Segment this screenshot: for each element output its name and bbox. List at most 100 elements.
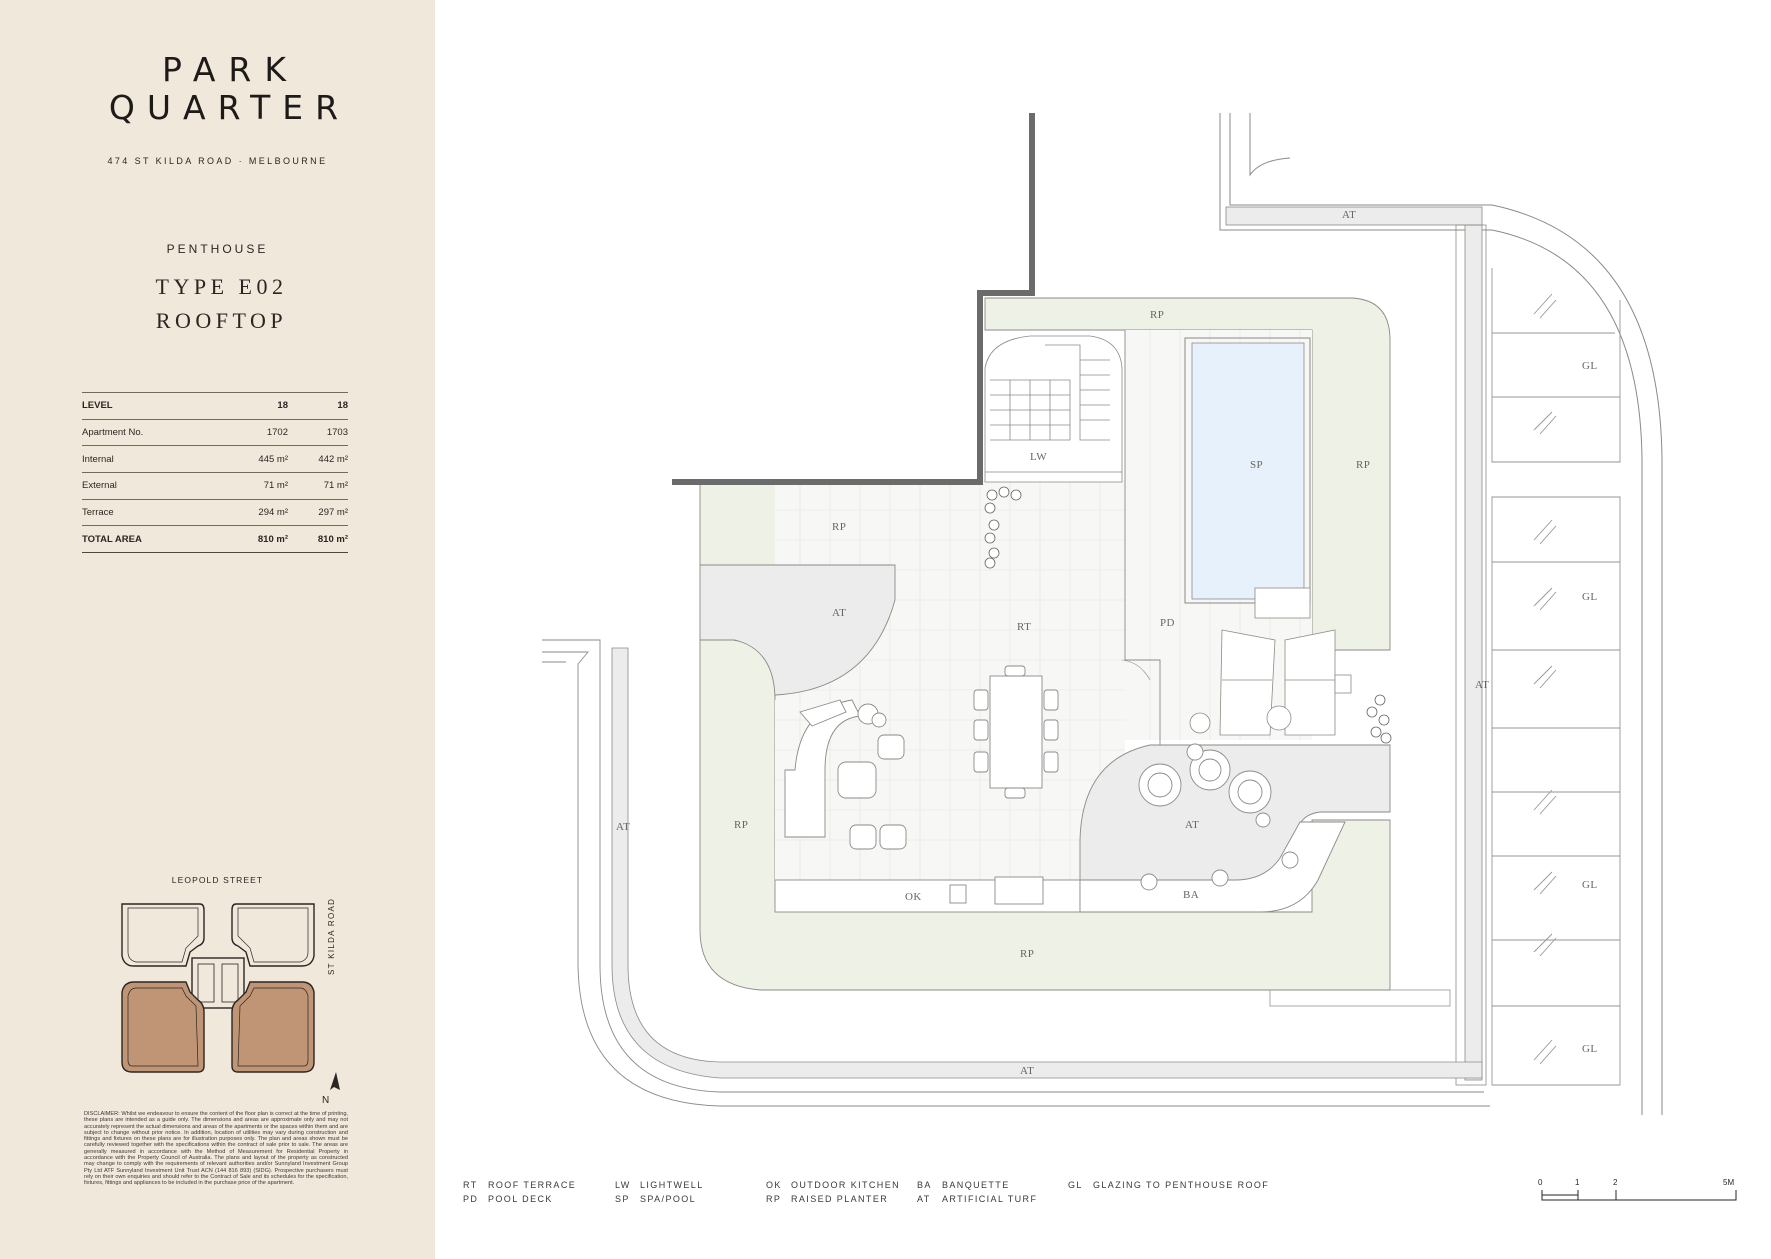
label-lw: LW xyxy=(1030,451,1047,463)
spec-label: Terrace xyxy=(82,499,228,527)
key-unit-top-left xyxy=(121,903,205,967)
spec-label: LEVEL xyxy=(82,392,228,420)
legend-desc: SPA/POOL xyxy=(640,1194,697,1204)
spec-value-b: 1703 xyxy=(288,419,348,447)
legend-code: RP xyxy=(766,1194,782,1204)
label-rp: RP xyxy=(1020,948,1034,960)
spec-row-external: External 71 m² 71 m² xyxy=(82,472,348,500)
legend-desc: POOL DECK xyxy=(488,1194,553,1204)
turf-band-right xyxy=(1464,224,1483,1081)
spec-value-b: 810 m² xyxy=(288,525,348,554)
spec-row-terrace: Terrace 294 m² 297 m² xyxy=(82,499,348,527)
spec-label: Apartment No. xyxy=(82,419,228,447)
brand-logo-quarter: QUARTER xyxy=(108,88,351,127)
sun-loungers xyxy=(1189,629,1352,736)
plant-icons xyxy=(984,486,1392,744)
label-at: AT xyxy=(616,821,630,833)
lounge-chairs xyxy=(1138,743,1299,891)
north-label: N xyxy=(322,1095,329,1106)
spec-label: Internal xyxy=(82,445,228,474)
key-unit-bottom-left xyxy=(121,981,205,1073)
label-at: AT xyxy=(1475,679,1489,691)
pool-deck-wall xyxy=(1121,330,1161,745)
spec-row-total: TOTAL AREA 810 m² 810 m² xyxy=(82,525,348,554)
unit-level: ROOFTOP xyxy=(155,308,288,333)
glazing-panels xyxy=(1491,268,1621,1086)
spec-value-b: 71 m² xyxy=(288,472,348,500)
spec-row-level: LEVEL 18 18 xyxy=(82,392,348,420)
key-core xyxy=(191,957,245,1009)
label-at: AT xyxy=(1342,209,1356,221)
label-at: AT xyxy=(1185,819,1199,831)
turf-band-bottom-left xyxy=(542,639,1490,1107)
legend-code: PD xyxy=(463,1194,479,1204)
scale-tick-2: 2 xyxy=(1613,1178,1618,1187)
label-gl: GL xyxy=(1582,591,1597,603)
scale-tick-5: 5M xyxy=(1723,1178,1735,1187)
brand-logo-park: PARK xyxy=(162,50,299,89)
lounge-sofa xyxy=(784,699,907,850)
label-gl: GL xyxy=(1582,879,1597,891)
spec-value-b: 442 m² xyxy=(288,445,348,474)
pool-step xyxy=(1254,587,1311,619)
label-rt: RT xyxy=(1017,621,1031,633)
spec-value-a: 445 m² xyxy=(228,445,288,474)
unit-type: TYPE E02 xyxy=(155,274,288,299)
spec-value-a: 18 xyxy=(228,392,288,420)
lightwell-stairs xyxy=(984,335,1123,483)
legend-code: BA xyxy=(917,1180,932,1190)
legend-code: GL xyxy=(1068,1180,1083,1190)
legend-desc: LIGHTWELL xyxy=(640,1180,704,1190)
spec-row-internal: Internal 445 m² 442 m² xyxy=(82,445,348,474)
spec-value-a: 810 m² xyxy=(228,525,288,554)
legend-desc: RAISED PLANTER xyxy=(791,1194,889,1204)
label-sp: SP xyxy=(1250,459,1263,471)
label-rp: RP xyxy=(734,819,748,831)
dining-table xyxy=(973,665,1059,799)
street-label-top: LEOPOLD STREET xyxy=(171,875,264,885)
label-rp: RP xyxy=(1150,309,1164,321)
key-unit-top-right xyxy=(231,903,315,967)
legend-code: RT xyxy=(463,1180,478,1190)
spec-value-a: 71 m² xyxy=(228,472,288,500)
turf-terrace-left xyxy=(699,564,896,701)
spec-value-b: 18 xyxy=(288,392,348,420)
spec-value-a: 1702 xyxy=(228,419,288,447)
legend-code: LW xyxy=(615,1180,631,1190)
label-at: AT xyxy=(832,607,846,619)
legend-col-1: RT ROOF TERRACE PD POOL DECK xyxy=(463,1180,576,1204)
label-pd: PD xyxy=(1160,617,1175,629)
key-unit-bottom-right xyxy=(231,981,315,1073)
unit-category: PENTHOUSE xyxy=(166,242,269,256)
scale-tick-0: 0 xyxy=(1538,1178,1543,1187)
pool-edge xyxy=(1184,337,1311,604)
building-wall xyxy=(672,113,1035,485)
scale-tick-1: 1 xyxy=(1575,1178,1580,1187)
label-ba: BA xyxy=(1183,889,1199,901)
legend-desc: BANQUETTE xyxy=(942,1180,1010,1190)
legend-desc: GLAZING TO PENTHOUSE ROOF xyxy=(1093,1180,1270,1190)
spec-value-b: 297 m² xyxy=(288,499,348,527)
label-gl: GL xyxy=(1582,360,1597,372)
legend-code: OK xyxy=(766,1180,782,1190)
label-gl: GL xyxy=(1582,1043,1597,1055)
spec-label: TOTAL AREA xyxy=(82,525,228,554)
label-rp: RP xyxy=(832,521,846,533)
legend-col-5: GL GLAZING TO PENTHOUSE ROOF xyxy=(1068,1180,1269,1190)
outdoor-kitchen xyxy=(774,876,1081,913)
label-rp: RP xyxy=(1356,459,1370,471)
spa-pool xyxy=(1191,342,1305,600)
key-plan xyxy=(121,903,315,1073)
outer-border-right xyxy=(1219,113,1663,1115)
turf-band-top xyxy=(1225,206,1483,226)
spec-row-apartment: Apartment No. 1702 1703 xyxy=(82,419,348,447)
spec-table: LEVEL 18 18 Apartment No. 1702 1703 Inte… xyxy=(82,392,348,554)
spec-label: External xyxy=(82,472,228,500)
label-ok: OK xyxy=(905,891,922,903)
legend-desc: ROOF TERRACE xyxy=(488,1180,577,1190)
spec-value-a: 294 m² xyxy=(228,499,288,527)
address: 474 ST KILDA ROAD · MELBOURNE xyxy=(107,156,328,166)
